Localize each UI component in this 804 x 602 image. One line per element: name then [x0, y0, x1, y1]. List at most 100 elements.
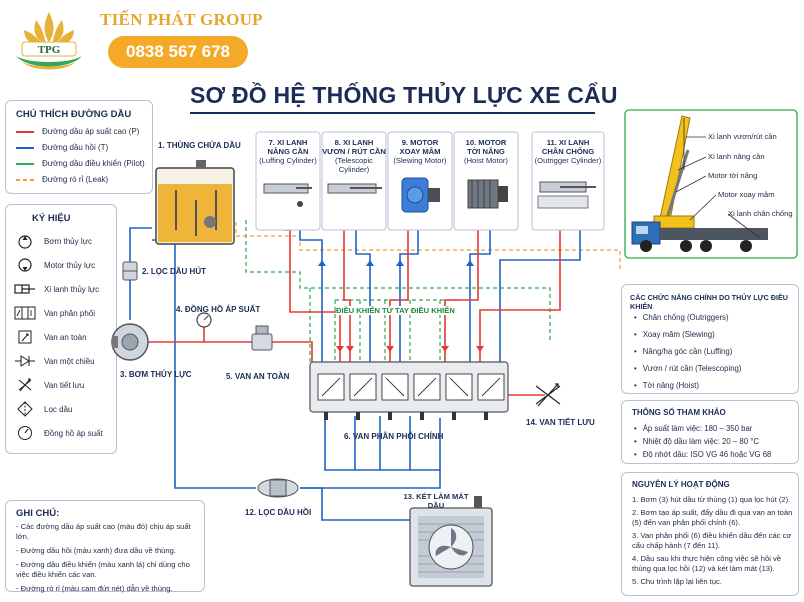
line-legend-title: CHÚ THÍCH ĐƯỜNG DẦU: [16, 109, 132, 120]
main-valve-label: 6. VAN PHÂN PHỐI CHÍNH: [344, 432, 444, 441]
specs-title: THÔNG SỐ THAM KHẢO: [632, 408, 726, 417]
outrigger-cylinder-box: [531, 131, 605, 231]
pump-label: 3. BƠM THỦY LỰC: [120, 370, 192, 379]
principle-panel: NGUYÊN LÝ HOẠT ĐỘNG 1. Bơm (3) hút dầu t…: [621, 472, 799, 596]
principle-step: 4. Dầu sau khi thực hiện công việc sẽ hồ…: [632, 554, 782, 573]
hoist-motor-box: [453, 131, 519, 231]
pressure-line: [343, 205, 351, 362]
return-filter-label: 12. LỌC DẦU HỒI: [245, 508, 312, 517]
gauge-symbol-icon: [18, 426, 32, 440]
throttle-valve-label: 14. VAN TIẾT LƯU: [526, 418, 595, 427]
throttle-valve-icon: [18, 378, 32, 392]
principle-title: NGUYÊN LÝ HOẠT ĐỘNG: [632, 480, 730, 489]
hydraulic-pump: [111, 323, 149, 361]
return-line: [300, 487, 410, 521]
slewing-label: 9. MOTOR XOAY MÂM (Slewing Motor): [388, 138, 452, 165]
pressure-line: [389, 220, 409, 362]
functions-title: CÁC CHỨC NĂNG CHÍNH DO THỦY LỰC ĐIỀU KHI…: [630, 293, 788, 311]
return-filter: [257, 478, 299, 498]
pressure-line: [479, 215, 561, 362]
brand-name: TIẾN PHÁT GROUP: [100, 10, 263, 29]
note-item: - Đường rò rỉ (màu cam đứt nét) dẫn về t…: [16, 584, 173, 593]
pilot-control-label: ĐIỀU KHIỂN TỪ TAY ĐIỀU KHIỂN: [336, 306, 455, 315]
cooler-label: 13. KÉT LÀM MÁT DẦU: [396, 492, 476, 510]
slewing-label-line2: XOAY MÂM: [399, 147, 441, 156]
symbol-motor: Motor thủy lực: [14, 257, 95, 273]
main-valve-block: [309, 361, 509, 420]
hoist-label-line3: (Hoist Motor): [464, 156, 508, 165]
suction-filter-label: 2. LỌC DẦU HÚT: [142, 267, 206, 276]
telescopic-label-line3: (Telescopic Cylinder): [335, 156, 373, 174]
suction-line: [129, 227, 152, 262]
note-item: - Các đường dầu áp suất cao (màu đỏ) chị…: [16, 522, 191, 541]
symbol-cylinder: Xi lanh thủy lực: [14, 281, 99, 297]
return-line: [324, 410, 441, 471]
legend-pressure-label: Đường dầu áp suất cao (P): [42, 127, 140, 136]
pilot-line: [245, 220, 551, 340]
logo-text: TPG: [38, 44, 61, 56]
spec-item: Nhiệt độ dầu làm việc: 20 – 80 °C: [634, 435, 771, 448]
symbols-title: KÝ HIỆU: [32, 213, 71, 224]
line-legend-panel: CHÚ THÍCH ĐƯỜNG DẦU Đường dầu áp suất ca…: [5, 100, 153, 194]
return-line: [300, 470, 441, 489]
pressure-gauge: [196, 312, 212, 328]
telescopic-label-line1: 8. XI LANH: [334, 138, 374, 147]
symbol-relief-valve-label: Van an toàn: [44, 332, 87, 342]
hoist-label-line1: 10. MOTOR: [465, 138, 507, 147]
slewing-label-line3: (Slewing Motor): [393, 156, 447, 165]
symbol-filter: Lọc dầu: [14, 401, 72, 417]
spec-item: Áp suất làm việc: 180 – 350 bar: [634, 422, 771, 435]
motor-symbol-icon: [18, 258, 32, 272]
relief-valve-icon: [18, 330, 32, 344]
specs-panel: THÔNG SỐ THAM KHẢO Áp suất làm việc: 180…: [621, 400, 799, 464]
flow-arrows: [336, 346, 484, 352]
throttle-valve: [535, 383, 561, 407]
legend-leak: Đường rò rỉ (Leak): [16, 175, 108, 184]
phone-badge[interactable]: 0838 567 678: [108, 36, 248, 68]
leak-line: [235, 222, 621, 272]
crane-label: Motor xoay mâm: [718, 190, 775, 199]
outrigger-label-line1: 11. XI LANH: [546, 138, 590, 147]
oil-cooler: [409, 496, 493, 587]
symbol-filter-label: Lọc dầu: [44, 404, 73, 414]
telescopic-cylinder-box: [321, 131, 387, 231]
hoist-label: 10. MOTOR TỜI NÂNG (Hoist Motor): [454, 138, 518, 165]
function-item: Tời nâng (Hoist): [634, 377, 741, 394]
legend-return-label: Đường dầu hồi (T): [42, 143, 109, 152]
luffing-cylinder-box: [255, 131, 321, 231]
cooler-label-line1: 13. KÉT LÀM MÁT: [403, 492, 469, 501]
note-item: - Đường dầu hồi (màu xanh) đưa dầu về th…: [16, 546, 176, 555]
luffing-label-line3: (Luffing Cylinder): [259, 156, 317, 165]
gauge-label: 4. ĐỒNG HỒ ÁP SUẤT: [176, 305, 261, 314]
pump-symbol-icon: [18, 235, 32, 249]
telescopic-label: 8. XI LANH VƯƠN / RÚT CẦN (Telescopic Cy…: [322, 138, 386, 174]
outrigger-label-line3: (Outrigger Cylinder): [534, 156, 602, 165]
tank-label: 1. THÙNG CHỨA DẦU: [158, 141, 241, 150]
legend-return: Đường dầu hồi (T): [16, 143, 108, 152]
function-item: Xoay mâm (Slewing): [634, 326, 741, 343]
functions-panel: CÁC CHỨC NĂNG CHÍNH DO THỦY LỰC ĐIỀU KHI…: [621, 284, 799, 394]
symbol-relief-valve: Van an toàn: [14, 329, 87, 345]
suction-filter: [122, 261, 138, 281]
return-line: [152, 239, 256, 489]
legend-pilot-label: Đường dầu điều khiển (Pilot): [42, 159, 145, 168]
pilot-line: [309, 288, 441, 362]
legend-pressure: Đường dầu áp suất cao (P): [16, 127, 139, 136]
spec-item: Độ nhớt dầu: ISO VG 46 hoặc VG 68: [634, 448, 772, 461]
note-item: - Đường dầu điều khiển (màu xanh lá) chỉ…: [16, 560, 190, 579]
outrigger-label: 11. XI LANH CHÂN CHỐNG (Outrigger Cylind…: [532, 138, 604, 165]
tpg-logo: TPG: [16, 12, 82, 70]
title-underline: [190, 112, 595, 114]
page-title: SƠ ĐỒ HỆ THỐNG THỦY LỰC XE CẨU: [190, 82, 618, 108]
principle-step: 3. Van phân phối (6) điều khiển dầu đến …: [632, 531, 792, 550]
principle-step: 5. Chu trình lặp lại liên tục.: [632, 577, 722, 586]
principle-step: 2. Bơm tạo áp suất, đẩy dầu đi qua van a…: [632, 508, 793, 527]
function-item: Nâng/hạ góc cần (Luffing): [634, 343, 741, 360]
legend-pilot: Đường dầu điều khiển (Pilot): [16, 159, 145, 168]
directional-valve-icon: [14, 306, 36, 320]
check-valve-icon: [15, 355, 35, 367]
relief-valve: [251, 325, 273, 351]
return-lines: [129, 200, 581, 521]
oil-tank: [155, 160, 235, 245]
